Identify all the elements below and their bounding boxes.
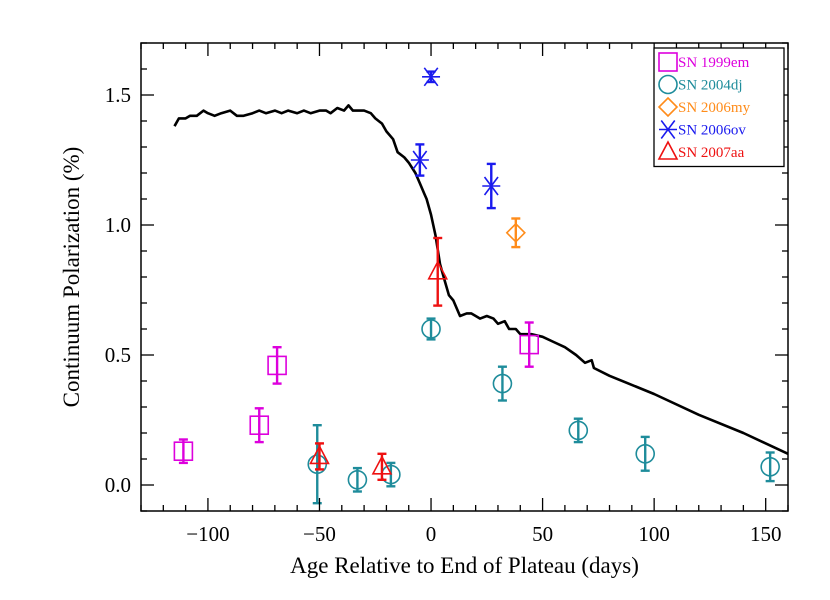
legend-label: SN 2006ov <box>678 123 746 139</box>
legend-asterisk-marker <box>659 120 677 139</box>
x-axis-title: Age Relative to End of Plateau (days) <box>290 553 639 578</box>
data-point <box>309 442 330 471</box>
asterisk-marker <box>482 176 501 196</box>
x-tick-label: −50 <box>303 522 336 546</box>
data-point <box>347 466 368 493</box>
x-tick-label: −100 <box>186 522 229 546</box>
data-point <box>307 424 328 505</box>
data-point <box>482 162 501 210</box>
legend-diamond-marker <box>657 96 679 118</box>
data-points-layer <box>173 67 780 505</box>
triangle-marker <box>427 260 449 280</box>
circle-marker <box>635 443 656 464</box>
legend-label: SN 2006my <box>678 100 751 116</box>
data-point <box>519 321 540 368</box>
circle-marker <box>760 456 780 477</box>
legend-item: SN 2007aa <box>657 140 745 161</box>
series-sn-2006my <box>505 217 526 249</box>
data-point <box>760 451 780 483</box>
square-marker <box>519 334 540 355</box>
x-tick-label: 0 <box>426 522 437 546</box>
legend-item: SN 2004dj <box>658 74 743 95</box>
square-marker <box>249 415 270 436</box>
y-axis-title: Continuum Polarization (%) <box>59 147 84 408</box>
data-point <box>568 417 589 444</box>
circle-marker <box>568 420 589 441</box>
legend-item: SN 2006ov <box>659 120 746 139</box>
y-tick-label: 1.0 <box>105 213 131 237</box>
model-curve <box>173 104 788 455</box>
asterisk-stroke <box>483 176 499 196</box>
series-sn-2006ov <box>410 67 501 210</box>
data-point <box>505 217 526 249</box>
data-point <box>492 365 513 402</box>
axes-layer: −100 −50 0 50 100 150 0.0 0.5 1.0 1.5 <box>105 42 789 546</box>
circle-marker <box>492 373 513 394</box>
series-sn-2004dj <box>307 317 780 505</box>
asterisk-marker <box>422 67 441 87</box>
data-point <box>173 438 194 465</box>
legend-square-marker <box>658 52 678 72</box>
model-curve-layer <box>173 104 788 455</box>
diamond-marker <box>505 222 526 243</box>
square-marker <box>267 355 287 376</box>
circle-marker <box>307 454 328 475</box>
asterisk-stroke <box>423 67 439 87</box>
triangle-marker <box>309 444 330 465</box>
asterisk-stroke <box>660 120 676 139</box>
data-point <box>421 317 441 341</box>
circle-marker <box>347 469 368 490</box>
triangle-marker <box>371 455 393 475</box>
data-point <box>371 452 393 481</box>
x-tick-label: 50 <box>532 522 553 546</box>
y-tick-label: 0.0 <box>105 473 131 497</box>
series-sn-2007aa <box>309 236 449 481</box>
series-sn-1999em <box>173 321 540 465</box>
data-point <box>635 435 656 472</box>
legend-item: SN 1999em <box>658 52 750 72</box>
data-point <box>249 407 270 444</box>
data-point <box>267 346 287 385</box>
legend-item: SN 2006my <box>657 96 751 118</box>
legend: SN 1999em SN 2004dj SN 2006my SN 2006ov SN 2… <box>653 47 785 168</box>
y-tick-label: 0.5 <box>105 343 131 367</box>
data-point <box>427 236 449 307</box>
y-tick-label: 1.5 <box>105 83 131 107</box>
data-point <box>422 67 441 87</box>
asterisk-marker <box>410 150 429 170</box>
data-point <box>410 143 429 177</box>
legend-label: SN 1999em <box>678 55 750 71</box>
x-tick-label: 100 <box>638 522 670 546</box>
legend-triangle-marker <box>657 140 679 160</box>
legend-circle-marker <box>658 74 678 95</box>
circle-marker <box>421 319 441 339</box>
square-marker <box>173 441 194 462</box>
legend-label: SN 2004dj <box>678 78 743 94</box>
legend-label: SN 2007aa <box>678 145 745 161</box>
asterisk-stroke <box>412 150 428 170</box>
x-tick-label: 150 <box>750 522 782 546</box>
